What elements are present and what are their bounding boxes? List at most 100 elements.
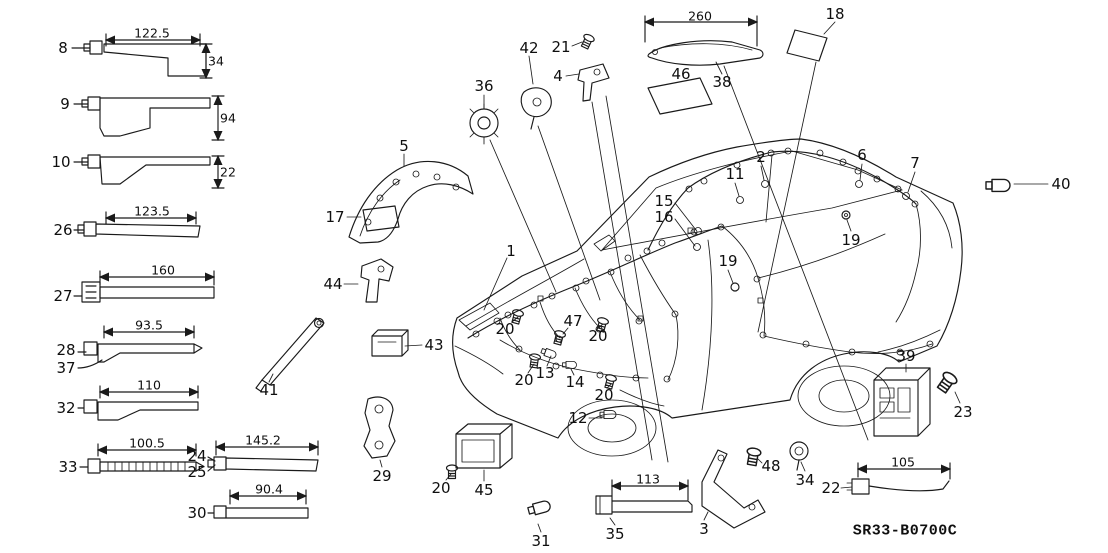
part-callout-3: 3 <box>699 520 709 538</box>
part-36-grommet <box>469 103 499 145</box>
dimension-label-123.5: 123.5 <box>134 204 170 219</box>
part-callout-28: 28 <box>56 341 75 359</box>
part-callout-5: 5 <box>399 137 409 155</box>
part-41-stay <box>255 317 325 393</box>
part-28-37-bracket <box>77 325 203 369</box>
part-callout-24: 24 <box>187 447 206 465</box>
part-26-bracket <box>73 211 201 238</box>
part-callout-20: 20 <box>594 386 613 404</box>
dimension-label-100.5: 100.5 <box>129 436 165 451</box>
part-callout-48: 48 <box>761 457 780 475</box>
dimension-label-260: 260 <box>688 9 712 24</box>
part-callout-44: 44 <box>323 275 342 293</box>
part-34-grommet <box>789 441 809 471</box>
part-33-threaded-stay <box>79 443 205 474</box>
part-callout-18: 18 <box>825 5 844 23</box>
dimension-label-90.4: 90.4 <box>255 482 283 497</box>
part-callout-6: 6 <box>857 146 867 164</box>
part-4-bracket <box>577 63 610 102</box>
part-42-clip <box>520 87 552 130</box>
part-callout-8: 8 <box>58 39 68 57</box>
part-callout-19: 19 <box>718 252 737 270</box>
part-callout-26: 26 <box>53 221 72 239</box>
part-callout-14: 14 <box>565 373 584 391</box>
part-callout-37: 37 <box>56 359 75 377</box>
dimension-labels: 122.5 34 94 22 123.5 160 93.5 110 100.5 145.2 90.4… <box>129 9 915 497</box>
part-callout-9: 9 <box>60 95 70 113</box>
part-10-bracket <box>73 154 225 190</box>
part-callout-31: 31 <box>531 532 550 550</box>
part-5-bracket <box>348 160 474 244</box>
part-35-bracket <box>595 479 693 515</box>
part-callout-1: 1 <box>506 242 516 260</box>
dimension-label-122.5: 122.5 <box>134 26 170 41</box>
part-callout-46: 46 <box>671 65 690 83</box>
part-callout-33: 33 <box>58 458 77 476</box>
part-39-relay-box <box>873 367 931 437</box>
dimension-label-94: 94 <box>220 111 236 126</box>
part-callout-30: 30 <box>187 504 206 522</box>
part-callout-36: 36 <box>474 77 493 95</box>
harness-connectors <box>472 147 934 383</box>
leader-lines <box>268 21 1049 533</box>
car-body <box>452 138 963 457</box>
part-45-box <box>455 423 513 469</box>
part-callout-39: 39 <box>896 347 915 365</box>
part-callout-7: 7 <box>910 154 920 172</box>
part-29-bracket <box>363 396 396 459</box>
part-callout-27: 27 <box>53 287 72 305</box>
part-38-tube <box>643 15 764 66</box>
part-3-bracket <box>701 449 766 529</box>
roof-connectors <box>693 180 910 251</box>
hardware-parts <box>255 15 1011 529</box>
part-callout-20: 20 <box>431 479 450 497</box>
part-callout-41: 41 <box>259 381 278 399</box>
part-30-bracket <box>207 489 309 519</box>
part-callout-15: 15 <box>654 192 673 210</box>
dimension-label-34: 34 <box>208 54 224 69</box>
part-callout-29: 29 <box>372 467 391 485</box>
part-callout-34: 34 <box>795 471 814 489</box>
part-27-harness-strip <box>73 270 216 303</box>
part-callout-19: 19 <box>841 231 860 249</box>
part-callout-23: 23 <box>953 403 972 421</box>
part-callout-40: 40 <box>1051 175 1070 193</box>
part-callout-17: 17 <box>325 208 344 226</box>
left-column-parts <box>71 33 320 519</box>
dimension-label-145.2: 145.2 <box>245 433 281 448</box>
part-44-bracket <box>360 258 394 303</box>
diagram-code: SR33-B0700C <box>853 523 958 540</box>
part-32-bracket <box>77 385 200 421</box>
part-callout-12: 12 <box>568 409 587 427</box>
part-8-bracket <box>71 33 213 80</box>
part-callout-2: 2 <box>756 148 766 166</box>
dimension-label-22: 22 <box>220 165 236 180</box>
part-callout-38: 38 <box>712 73 731 91</box>
part-43-box <box>371 329 409 357</box>
part-callout-11: 11 <box>725 165 744 183</box>
part-callout-16: 16 <box>654 208 673 226</box>
part-46-pad <box>647 77 713 115</box>
part-callout-43: 43 <box>424 336 443 354</box>
part-17-pad <box>362 205 400 232</box>
part-callout-42: 42 <box>519 39 538 57</box>
part-callout-25: 25 <box>187 463 206 481</box>
dimension-label-93.5: 93.5 <box>135 318 163 333</box>
part-24-25-bracket <box>207 440 320 472</box>
part-19-clips <box>730 210 851 292</box>
dimension-label-105: 105 <box>891 455 915 470</box>
part-9-bracket <box>73 94 225 142</box>
part-18-pad <box>786 29 828 62</box>
part-callout-20: 20 <box>514 371 533 389</box>
dimension-label-110: 110 <box>137 378 161 393</box>
part-callout-21: 21 <box>551 38 570 56</box>
part-22-connector <box>846 462 952 495</box>
dimension-label-160: 160 <box>151 263 175 278</box>
part-callout-10: 10 <box>51 153 70 171</box>
part-callout-22: 22 <box>821 479 840 497</box>
part-callout-4: 4 <box>553 67 563 85</box>
part-callout-32: 32 <box>56 399 75 417</box>
part-callout-20: 20 <box>588 327 607 345</box>
